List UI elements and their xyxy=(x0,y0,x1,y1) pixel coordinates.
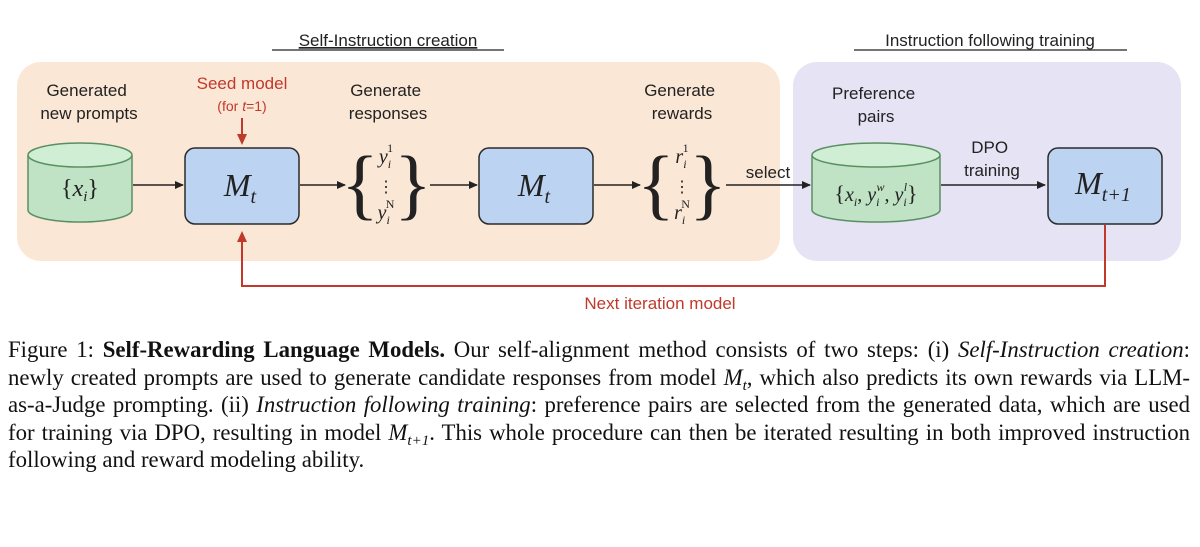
svg-text:}: } xyxy=(689,140,726,227)
svg-text:{xi, yiw, yil}: {xi, yiw, yil} xyxy=(834,180,917,209)
svg-text:{xi}: {xi} xyxy=(61,176,99,205)
rewards-set: { } ri1 ⋮ riN xyxy=(637,140,726,227)
section-title-self-instruction: Self-Instruction creation xyxy=(299,31,478,50)
generate-rewards-label: Generate rewards xyxy=(644,81,720,123)
svg-text:⋮: ⋮ xyxy=(674,179,690,196)
section-title-instruction-training: Instruction following training xyxy=(885,31,1095,50)
next-iteration-arrow xyxy=(237,225,1106,287)
select-label: select xyxy=(746,163,791,182)
diagram: Self-Instruction creation Instruction fo… xyxy=(17,31,1181,313)
model-mt1-box: Mt+1 xyxy=(1047,147,1163,225)
svg-text:ri1: ri1 xyxy=(675,141,688,171)
svg-text:}: } xyxy=(394,140,431,227)
model-mt-judge-box: Mt xyxy=(478,147,594,225)
svg-text:{: { xyxy=(637,140,674,227)
preference-pairs-label: Preference pairs xyxy=(832,84,920,126)
svg-text:⋮: ⋮ xyxy=(378,179,394,196)
svg-text:yi1: yi1 xyxy=(377,141,393,171)
seed-model-note: (for t=1) xyxy=(217,98,266,114)
preference-pairs-database-icon: {xi, yiw, yil} xyxy=(811,142,941,223)
svg-text:yiN: yiN xyxy=(376,197,395,227)
model-mt-box: Mt xyxy=(184,147,300,225)
generated-prompts-label: Generated new prompts xyxy=(40,81,137,123)
prompts-database-icon: {xi} xyxy=(27,142,133,223)
svg-text:Mt+1: Mt+1 xyxy=(1074,165,1131,206)
seed-model-label: Seed model xyxy=(197,74,288,93)
svg-text:riN: riN xyxy=(674,197,690,227)
svg-text:Mt: Mt xyxy=(223,167,257,208)
next-iteration-label: Next iteration model xyxy=(584,294,735,313)
figure-caption: Figure 1: Self-Rewarding Language Models… xyxy=(8,337,1190,472)
svg-text:Mt: Mt xyxy=(517,167,551,208)
responses-set: { } yi1 ⋮ yiN xyxy=(341,140,431,227)
dpo-training-label: DPO training xyxy=(964,138,1020,180)
svg-text:{: { xyxy=(341,140,378,227)
generate-responses-label: Generate responses xyxy=(349,81,427,123)
